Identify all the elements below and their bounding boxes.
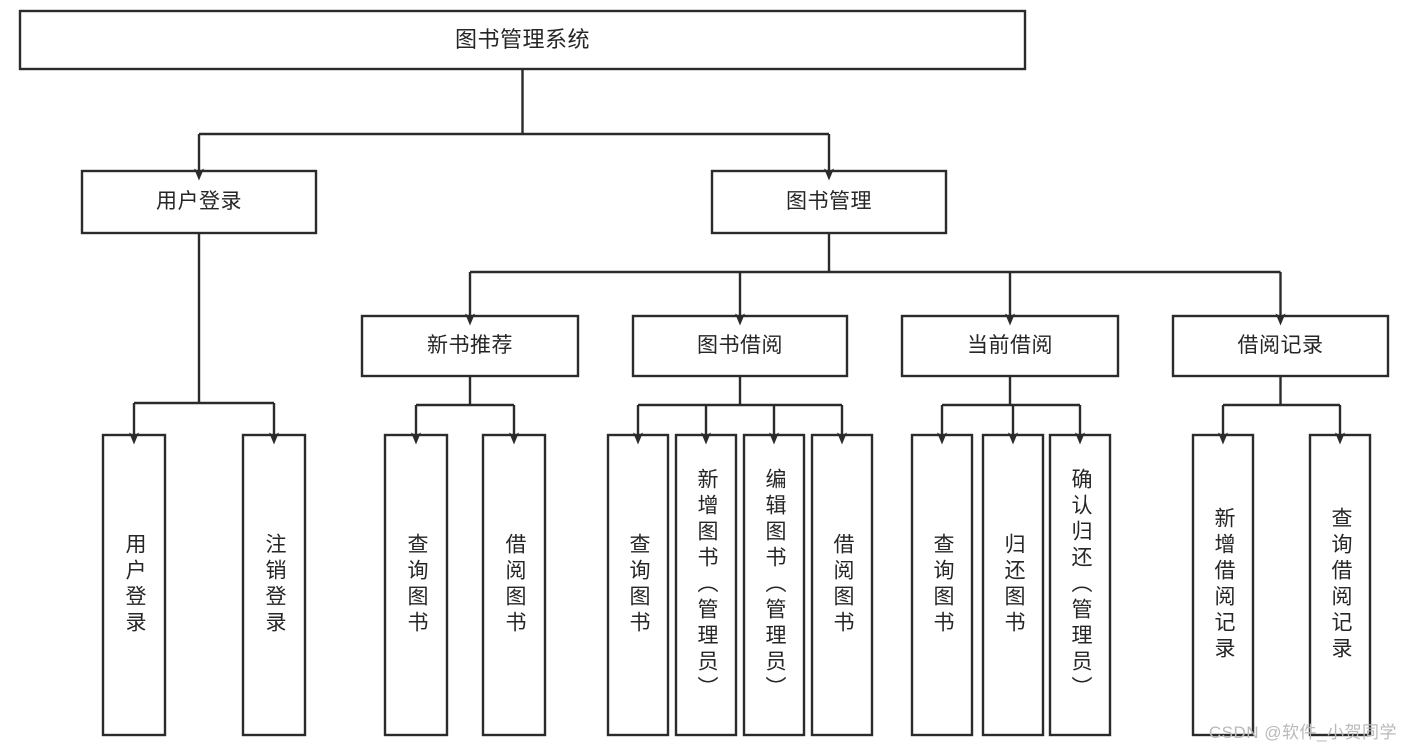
node-box-leaf-add-record[interactable] bbox=[1191, 433, 1255, 737]
node-box-borrow-record[interactable] bbox=[1171, 314, 1390, 378]
node-box-current-borrow[interactable] bbox=[900, 314, 1120, 378]
node-box-root[interactable] bbox=[18, 9, 1027, 71]
node-box-leaf-user-logout[interactable] bbox=[241, 433, 307, 737]
node-box-book-borrow[interactable] bbox=[631, 314, 849, 378]
node-box-new-book-recommend[interactable] bbox=[360, 314, 580, 378]
connectors-layer bbox=[129, 69, 1345, 445]
node-box-leaf-query-book-1[interactable] bbox=[383, 433, 449, 737]
node-box-leaf-confirm-return[interactable] bbox=[1048, 433, 1112, 737]
node-box-user-login[interactable] bbox=[80, 169, 318, 235]
node-box-leaf-borrow-book-2[interactable] bbox=[810, 433, 874, 737]
node-box-book-manage[interactable] bbox=[710, 169, 948, 235]
node-box-leaf-query-book-2[interactable] bbox=[606, 433, 670, 737]
node-box-leaf-borrow-book-1[interactable] bbox=[481, 433, 547, 737]
node-box-leaf-query-record[interactable] bbox=[1308, 433, 1372, 737]
watermark-text: CSDN @软件_小贺同学 bbox=[1208, 723, 1397, 742]
node-box-leaf-user-login[interactable] bbox=[101, 433, 167, 737]
node-box-leaf-query-book-3[interactable] bbox=[910, 433, 974, 737]
node-box-leaf-edit-book[interactable] bbox=[742, 433, 806, 737]
node-box-leaf-add-book[interactable] bbox=[674, 433, 738, 737]
node-boxes-layer bbox=[18, 9, 1390, 737]
node-box-leaf-return-book[interactable] bbox=[981, 433, 1045, 737]
